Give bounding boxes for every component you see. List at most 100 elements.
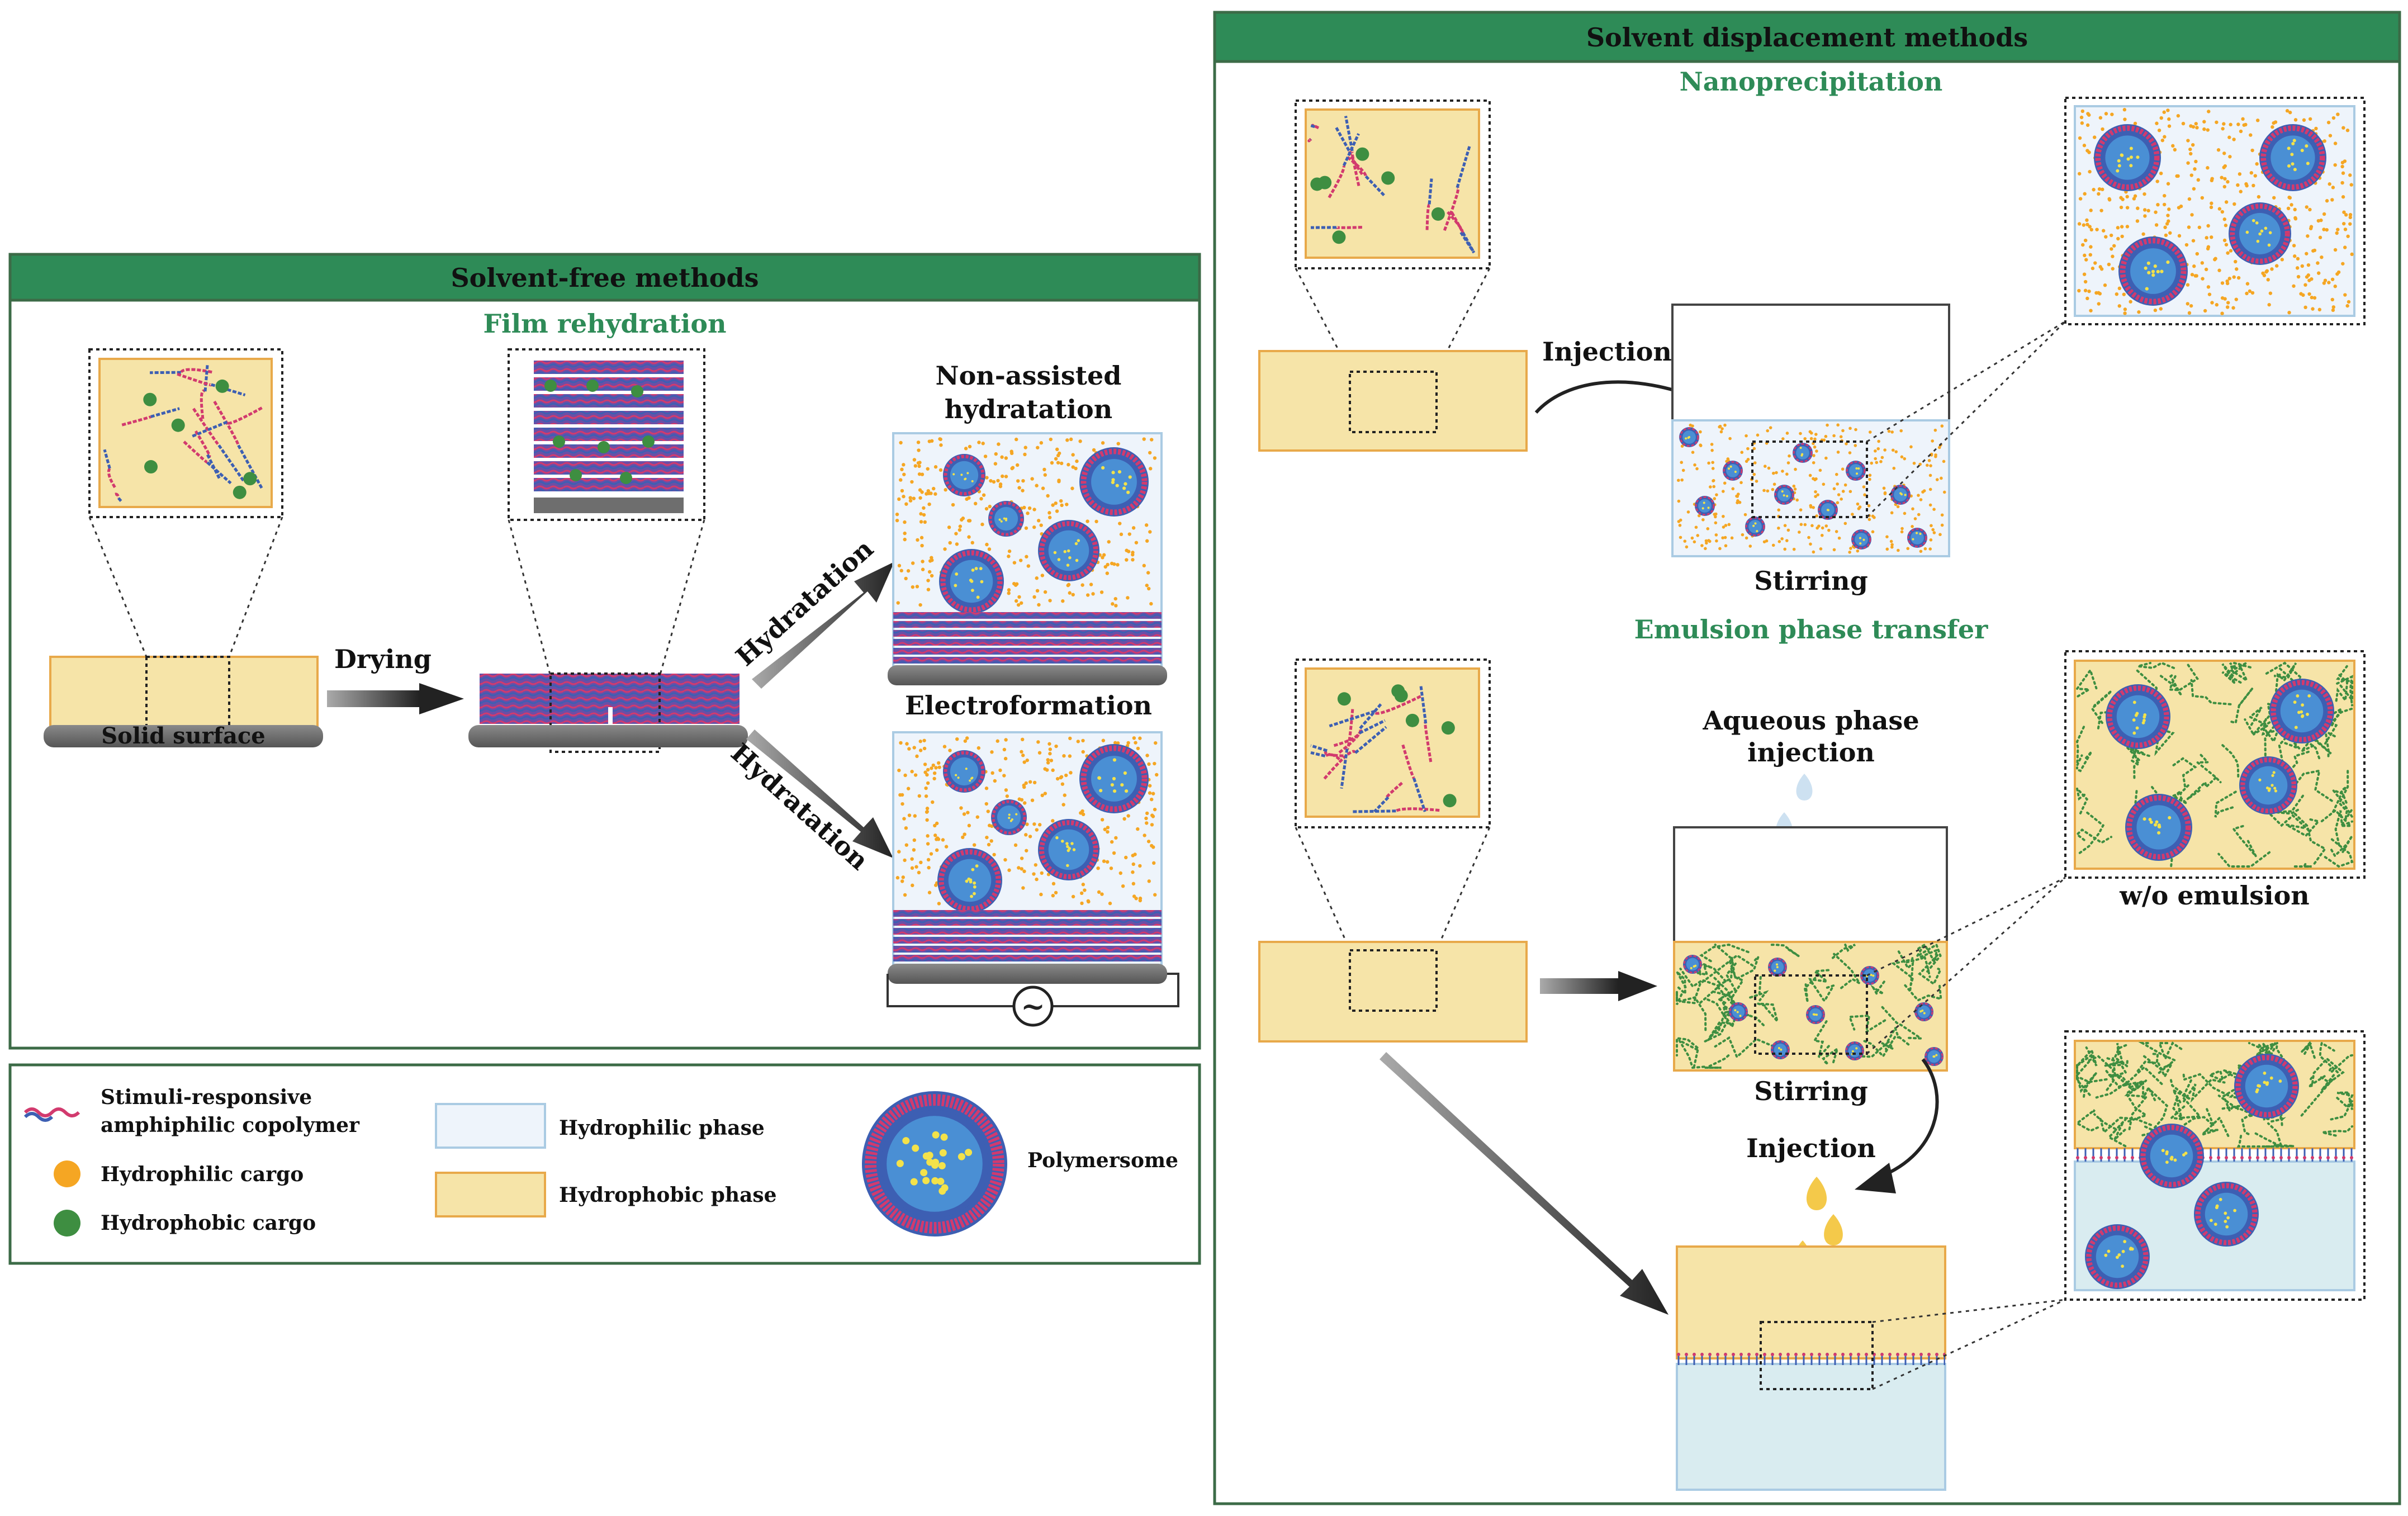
cargo-dot (1015, 463, 1020, 467)
non-assisted-label-line1: Non-assisted (936, 361, 1122, 391)
cargo-dot (1816, 526, 1819, 530)
organic-phase-beaker-ep (1673, 941, 1948, 1072)
cargo-dot (1116, 741, 1120, 745)
cargo-dot (1897, 548, 1900, 552)
cargo-dot (2333, 285, 2337, 288)
cargo-dot (1836, 501, 1840, 505)
cargo-dot (1867, 518, 1871, 522)
encapsulated-cargo (1015, 813, 1018, 816)
cargo-dot (1014, 599, 1018, 603)
cargo-dot (1021, 754, 1025, 757)
cargo-dot (1883, 448, 1886, 452)
hydrophobic-solution-zoom (98, 358, 273, 508)
cargo-dot (2129, 300, 2132, 304)
encapsulated-cargo (973, 885, 977, 889)
hydrophobic-cargo-trace (2158, 1041, 2183, 1062)
cargo-dot (939, 443, 943, 447)
cargo-dot (1116, 442, 1120, 446)
cargo-dot (1126, 596, 1130, 600)
cargo-dot (993, 779, 997, 783)
encapsulated-cargo (973, 881, 977, 885)
cargo-dot (1145, 539, 1149, 543)
cargo-dot (2296, 257, 2300, 261)
legend-hydrophobic-cargo: Hydrophobic cargo (101, 1211, 316, 1235)
copolymer-chain-hydrophilic (206, 454, 221, 479)
cargo-dot (1060, 503, 1064, 508)
cargo-dot (899, 478, 903, 482)
cargo-dot (2232, 202, 2236, 206)
cargo-dot (1696, 534, 1700, 537)
cargo-dot (933, 883, 938, 887)
encapsulated-cargo (2225, 1225, 2229, 1229)
cargo-dot (1931, 439, 1934, 443)
film-lamella (534, 461, 684, 475)
encapsulated-cargo (2258, 778, 2262, 781)
cargo-dot (2201, 277, 2205, 281)
cargo-dot (2350, 252, 2354, 257)
cargo-dot (1798, 530, 1801, 534)
cargo-dot (1094, 519, 1098, 524)
encapsulated-cargo (2135, 726, 2139, 730)
cargo-dot (967, 496, 971, 500)
cargo-dot (1812, 454, 1816, 457)
cargo-dot (1917, 494, 1920, 497)
hydrophobic-cargo-trace (1748, 975, 1769, 1002)
cargo-dot (1036, 519, 1041, 523)
cargo-dot (2117, 304, 2121, 308)
encapsulated-cargo (1068, 556, 1072, 560)
copolymer-chain-hydrophobic (1385, 781, 1403, 799)
cargo-dot (2310, 277, 2314, 281)
hydrophobic-cargo-trace (2336, 675, 2353, 707)
cargo-dot (1064, 773, 1068, 778)
cargo-dot (2143, 214, 2147, 218)
encapsulated-cargo (1055, 836, 1059, 840)
cargo-dot (2308, 117, 2312, 121)
cargo-dot (2193, 167, 2197, 171)
cargo-dot (2167, 219, 2170, 223)
hydrophobic-cargo-trace (2300, 1074, 2335, 1117)
cargo-dot (907, 747, 911, 751)
polymersome (1924, 1047, 1944, 1066)
film-rehydration-title: Film rehydration (483, 309, 726, 339)
cargo-dot (1681, 468, 1685, 472)
copolymer-icon-tail (23, 1112, 54, 1122)
cargo-dot (2347, 300, 2351, 304)
cargo-dot (973, 501, 978, 506)
copolymer-chain-hydrophilic (117, 497, 123, 503)
cargo-dot (1743, 513, 1747, 517)
hydrophobic-cargo-trace (2217, 851, 2271, 868)
polymersome (1818, 500, 1838, 520)
cargo-dot (980, 522, 984, 527)
cargo-dot (1839, 435, 1843, 439)
cargo-dot (914, 865, 918, 869)
cargo-dot (1002, 774, 1006, 778)
cargo-dot (2222, 238, 2227, 243)
cargo-dot (1843, 522, 1847, 525)
copolymer-chains (1307, 116, 1476, 254)
cargo-dot (2220, 281, 2225, 285)
hydrophobic-cargo-trace (2221, 743, 2240, 778)
encapsulated-cargo (2147, 271, 2151, 274)
cargo-dot (904, 576, 908, 581)
cargo-dot (1040, 871, 1044, 875)
encapsulated-cargo (2265, 1082, 2269, 1086)
hydrophobic-cargo (1431, 207, 1445, 221)
encapsulated-cargo (1003, 517, 1006, 520)
polymersome-membrane (2086, 1225, 2149, 1288)
encapsulated-cargo (2265, 786, 2269, 790)
cargo-dot (1871, 530, 1875, 534)
cargo-dot (1903, 457, 1907, 461)
cargo-dot (1880, 456, 1884, 459)
cargo-dot (1919, 498, 1923, 501)
cargo-dot (1818, 468, 1822, 472)
cargo-dot (1022, 783, 1026, 788)
polymersome-membrane (1774, 485, 1794, 505)
encapsulated-cargo (2264, 226, 2268, 230)
polymersome (1846, 461, 1866, 481)
encapsulated-cargo (2307, 694, 2311, 698)
cargo-dot (1919, 549, 1923, 553)
cargo-dot (2305, 205, 2309, 209)
hydrophobic-cargo-trace (2095, 1065, 2163, 1099)
cargo-dot (2348, 215, 2352, 220)
cargo-dot (1144, 523, 1149, 527)
